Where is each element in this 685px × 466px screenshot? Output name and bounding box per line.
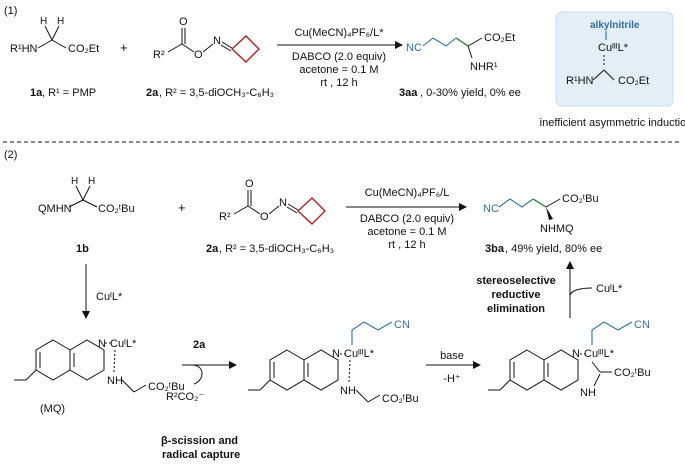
svg-text:CN: CN (634, 319, 650, 331)
svg-text:DABCO (2.0 equiv): DABCO (2.0 equiv) (292, 51, 386, 63)
plus-2: + (178, 200, 186, 215)
svg-text:-H⁺: -H⁺ (443, 373, 461, 385)
svg-text:R¹HN: R¹HN (566, 75, 594, 87)
svg-text:rt , 12 h: rt , 12 h (320, 77, 357, 89)
svg-text:N: N (572, 348, 580, 360)
product-3ba-name: 3ba (485, 243, 505, 255)
svg-text:CO₂Et: CO₂Et (484, 32, 515, 44)
svg-text:CuᴵᴵᴵL*: CuᴵᴵᴵL* (584, 348, 615, 360)
inefficient-induction-box: alkylnitrile CuᴵᴵᴵL* R¹HN CO₂Et ineffici… (540, 11, 685, 129)
box-caption: inefficient asymmetric induction (540, 117, 685, 129)
svg-text:N: N (213, 35, 221, 47)
intermediate-3: N CuᴵᴵᴵL* CN CO₂ᵗBu NH (488, 319, 651, 399)
compound-1a-name: 1a (30, 87, 43, 99)
conditions-2: Cu(MeCN)₄PF₆/L DABCO (2.0 equiv) acetone… (346, 187, 467, 251)
compound-2a-top-name: 2a (146, 87, 159, 99)
svg-text:, 49% yield, 80% ee: , 49% yield, 80% ee (505, 243, 602, 255)
svg-text:CuᴵᴵᴵL*: CuᴵᴵᴵL* (598, 42, 629, 54)
svg-text:NHMQ: NHMQ (540, 223, 574, 235)
svg-text:reductive: reductive (492, 289, 541, 301)
svg-text:H: H (88, 176, 95, 187)
svg-text:CuᴵL*: CuᴵL* (596, 283, 623, 295)
svg-text:alkylnitrile: alkylnitrile (590, 20, 640, 31)
svg-text:N: N (98, 338, 106, 350)
svg-text:NHR¹: NHR¹ (470, 61, 498, 73)
step-deprotonation: base -H⁺ (426, 350, 481, 385)
svg-text:acetone = 0.1 M: acetone = 0.1 M (367, 226, 446, 238)
svg-text:N: N (332, 348, 340, 360)
svg-text:O: O (260, 211, 269, 223)
svg-text:O: O (245, 178, 254, 190)
svg-text:NC: NC (406, 42, 422, 54)
plus-1: + (120, 40, 128, 55)
svg-text:CO₂ᵗBu: CO₂ᵗBu (382, 393, 419, 405)
svg-text:base: base (440, 350, 464, 362)
svg-text:NH: NH (580, 387, 596, 399)
svg-text:, R¹ = PMP: , R¹ = PMP (42, 87, 96, 99)
product-3aa: NC CO₂Et NHR¹ 3aa , 0-30% yield, 0% ee (399, 32, 521, 99)
svg-text:CO₂ᵗBu: CO₂ᵗBu (148, 381, 185, 393)
svg-text:CN: CN (394, 319, 410, 331)
svg-text:O: O (194, 49, 203, 61)
svg-text:R²CO₂⁻: R²CO₂⁻ (166, 391, 204, 403)
mq-label: (MQ) (40, 403, 65, 415)
svg-text:DABCO (2.0 equiv): DABCO (2.0 equiv) (360, 213, 454, 225)
svg-text:CO₂Et: CO₂Et (618, 75, 649, 87)
svg-text:R²: R² (153, 49, 165, 61)
svg-text:Cu(MeCN)₄PF₆/L: Cu(MeCN)₄PF₆/L (365, 187, 450, 199)
intermediate-1: N CuᴵL* NH CO₂ᵗBu (MQ) (14, 338, 185, 415)
part1-label: (1) (4, 5, 17, 17)
compound-1b-name: 1b (76, 243, 89, 255)
svg-text:radical capture: radical capture (162, 449, 240, 461)
svg-text:β-scission and: β-scission and (161, 435, 238, 447)
svg-text:NC: NC (483, 203, 499, 215)
svg-text:, R² = 3,5-diOCH₃-C₆H₃: , R² = 3,5-diOCH₃-C₆H₃ (219, 243, 334, 255)
svg-text:R¹HN: R¹HN (10, 43, 38, 55)
svg-text:R²: R² (219, 211, 231, 223)
svg-text:H: H (71, 176, 78, 187)
svg-text:NH: NH (340, 385, 356, 397)
svg-text:O: O (179, 16, 188, 28)
svg-text:H: H (57, 16, 64, 27)
svg-text:N: N (279, 197, 287, 209)
svg-text:Cu(MeCN)₄PF₆/L*: Cu(MeCN)₄PF₆/L* (295, 27, 385, 39)
svg-text:CuᴵᴵᴵL*: CuᴵᴵᴵL* (344, 348, 375, 360)
svg-text:elimination: elimination (487, 303, 545, 315)
svg-text:CO₂ᵗBu: CO₂ᵗBu (98, 203, 135, 215)
svg-text:CO₂ᵗBu: CO₂ᵗBu (562, 193, 599, 205)
intermediate-2: N CuᴵᴵᴵL* CN NH CO₂ᵗBu (248, 319, 419, 405)
svg-text:, R² = 3,5-diOCH₃-C₆H₃: , R² = 3,5-diOCH₃-C₆H₃ (159, 87, 274, 99)
svg-text:CO₂ᵗBu: CO₂ᵗBu (614, 367, 651, 379)
conditions-1: Cu(MeCN)₄PF₆/L* DABCO (2.0 equiv) aceton… (277, 27, 403, 89)
compound-2a-bottom-name: 2a (206, 243, 219, 255)
svg-text:CuᴵL*: CuᴵL* (110, 338, 137, 350)
svg-text:, 0-30% yield, 0% ee: , 0-30% yield, 0% ee (420, 87, 521, 99)
svg-text:CO₂Et: CO₂Et (68, 43, 99, 55)
step-radical-capture: 2a R²CO₂⁻ β-scission and radical capture (161, 339, 240, 461)
step-reductive-elimination: CuᴵL* stereoselective reductive eliminat… (476, 261, 623, 318)
compound-2a-bottom: R² O O N 2a , R² = 3,5-diOCH₃-C₆H₃ (206, 178, 334, 255)
svg-text:NH: NH (107, 375, 123, 387)
svg-text:2a: 2a (193, 339, 206, 351)
svg-text:QMHN: QMHN (38, 203, 72, 215)
compound-2a-top: R² O O N 2a , R² = 3,5-diOCH₃-C₆H₃ (146, 16, 274, 99)
svg-text:rt , 12 h: rt , 12 h (388, 239, 425, 251)
cu-catalyst-label: CuᴵL* (96, 291, 123, 303)
part2-label: (2) (4, 149, 17, 161)
svg-text:stereoselective: stereoselective (476, 275, 556, 287)
compound-1a: R¹HN H H CO₂Et 1a , R¹ = PMP (10, 16, 99, 99)
product-3aa-name: 3aa (399, 87, 418, 99)
svg-text:H: H (40, 16, 47, 27)
svg-text:acetone = 0.1 M: acetone = 0.1 M (299, 64, 378, 76)
product-3ba: NC CO₂ᵗBu NHMQ 3ba , 49% yield, 80% ee (483, 193, 602, 255)
compound-1b: QMHN H H CO₂ᵗBu 1b (38, 176, 135, 255)
